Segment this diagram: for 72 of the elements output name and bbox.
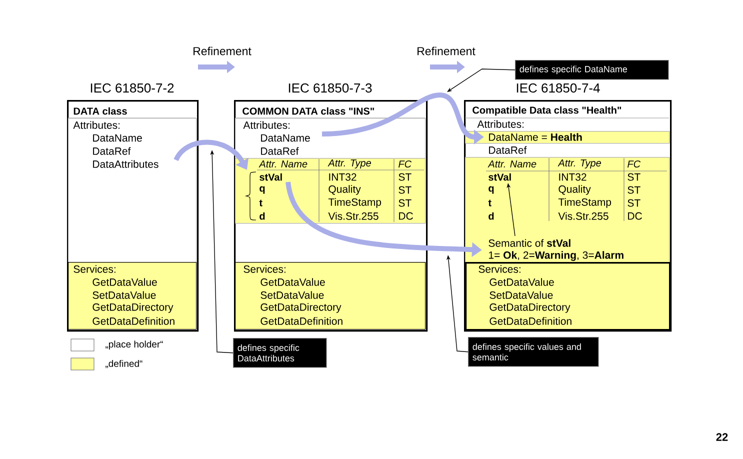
list-item: DataName xyxy=(93,134,142,142)
table-cell: ST xyxy=(398,186,412,194)
table-cell: stVal xyxy=(488,173,511,181)
callout-box: defines specific DataName xyxy=(515,60,669,80)
list-item: DataRef xyxy=(93,147,131,155)
note-text: 1= Ok, 2=Warning, 3=Alarm xyxy=(489,251,624,261)
list-item: GetDataDirectory xyxy=(260,303,342,313)
list-item: SetDataValue xyxy=(92,291,156,299)
attribute-name: DataName = Health xyxy=(489,133,582,141)
class-heading: COMMON DATA class "INS" xyxy=(242,107,374,115)
table-cell: ST xyxy=(628,186,640,194)
list-item: DataName xyxy=(261,134,310,142)
table-cell: Attr. Type xyxy=(558,160,601,168)
section-heading: Attributes: xyxy=(73,121,120,129)
class-heading: Compatible Data class "Health" xyxy=(472,106,622,116)
table-cell: DC xyxy=(628,212,642,220)
table-cell: Vis.Str.255 xyxy=(328,212,378,220)
list-item: GetDataDefinition xyxy=(92,317,174,325)
list-item: SetDataValue xyxy=(490,291,553,299)
section-heading: Services: xyxy=(74,265,116,273)
section-heading: Services: xyxy=(478,265,520,273)
legend-label: „place holder“ xyxy=(106,340,163,350)
list-item: GetDataValue xyxy=(260,278,325,286)
table-cell: stVal xyxy=(260,173,282,181)
table-cell: Attr. Name xyxy=(488,160,536,168)
table-cell: Attr. Type xyxy=(328,160,371,168)
list-item: SetDataValue xyxy=(260,291,324,299)
table-cell: q xyxy=(260,186,265,194)
list-item: GetDataDirectory xyxy=(92,303,174,313)
leader-line xyxy=(447,68,516,92)
table-cell: Attr. Name xyxy=(258,160,308,168)
table-cell: TimeStamp xyxy=(558,198,612,208)
table-cell: Vis.Str.255 xyxy=(558,212,608,220)
list-item: GetDataDefinition xyxy=(490,317,572,325)
note-text: Semantic of stVal xyxy=(488,239,570,247)
table-cell: q xyxy=(488,186,494,194)
callout-box: defines specific DataAttributes xyxy=(233,338,327,368)
standard-heading: IEC 61850-7-2 xyxy=(90,83,174,93)
legend-label: „defined“ xyxy=(106,360,142,368)
table-cell: ST xyxy=(628,173,640,181)
table-cell: DC xyxy=(399,212,413,220)
section-heading: Attributes: xyxy=(477,120,524,128)
table-cell: INT32 xyxy=(329,173,356,181)
section-heading: Services: xyxy=(244,265,286,273)
table-cell: d xyxy=(488,212,494,220)
table-cell: d xyxy=(260,212,265,220)
table-cell: t xyxy=(259,200,262,206)
standard-heading: IEC 61850-7-3 xyxy=(288,83,372,93)
list-item: DataRef xyxy=(261,147,299,155)
list-item: GetDataDefinition xyxy=(260,317,342,325)
table-cell: FC xyxy=(398,160,412,168)
title-label: Refinement xyxy=(418,46,476,56)
table-cell: INT32 xyxy=(559,173,586,181)
table-cell: ST xyxy=(628,199,640,207)
standard-heading: IEC 61850-7-4 xyxy=(516,83,600,93)
table-cell: Quality xyxy=(558,185,591,195)
list-item: DataAttributes xyxy=(93,160,158,168)
table-cell: t xyxy=(488,200,492,206)
list-item: GetDataDirectory xyxy=(490,303,570,313)
list-item: GetDataValue xyxy=(490,278,554,286)
title-label: Refinement xyxy=(194,46,252,56)
section-heading: Attributes: xyxy=(243,121,290,129)
table-cell: TimeStamp xyxy=(328,198,382,208)
table-cell: FC xyxy=(628,160,641,168)
callout-box: defines specific values and semantic xyxy=(468,337,599,367)
table-cell: Quality xyxy=(328,185,361,195)
page-number: 22 xyxy=(716,433,728,441)
list-item: GetDataValue xyxy=(92,278,157,286)
table-cell: ST xyxy=(398,173,412,181)
table-cell: ST xyxy=(398,199,412,207)
class-heading: DATA class xyxy=(74,107,127,115)
attribute-name: DataRef xyxy=(489,146,527,154)
